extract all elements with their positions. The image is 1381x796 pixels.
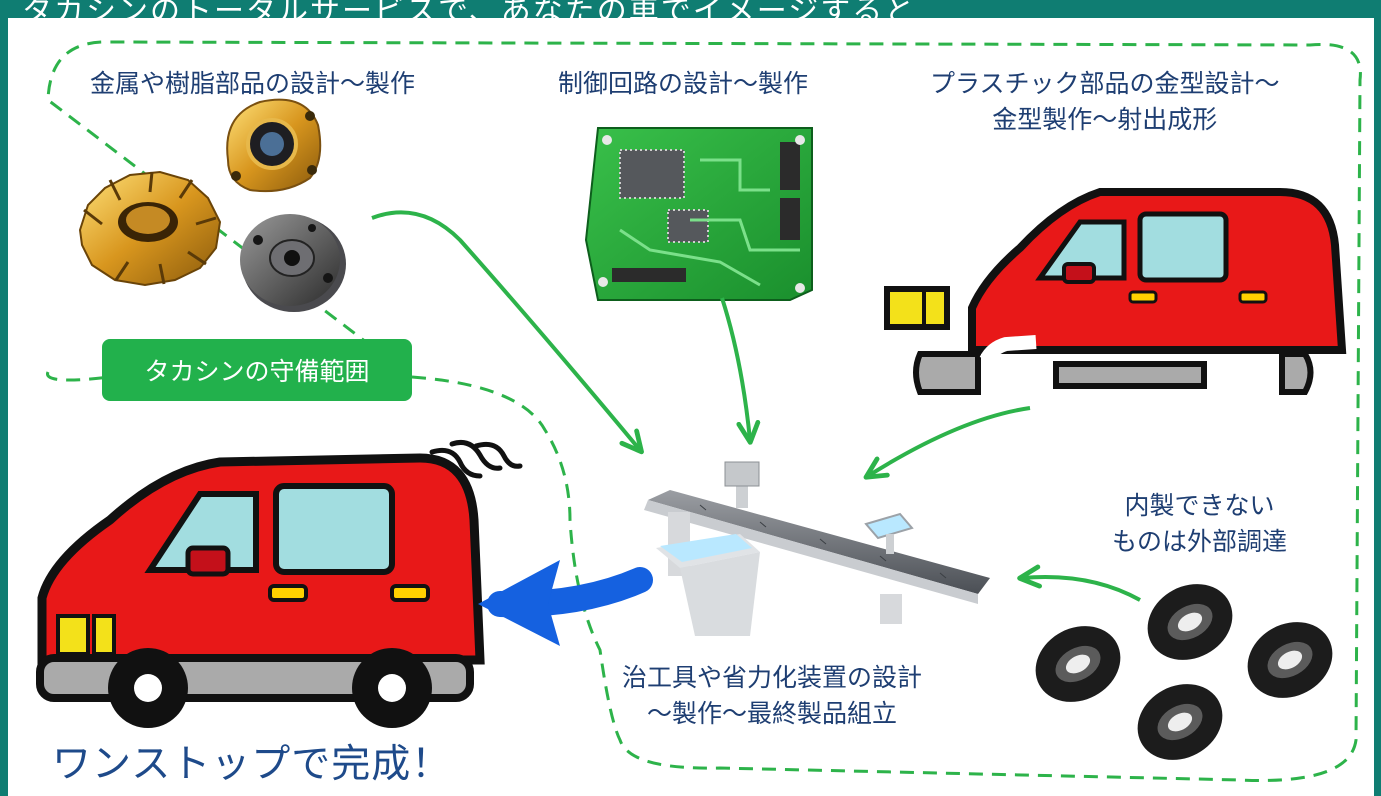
- circuit-board-icon: [584, 127, 813, 301]
- result-label: ワンストップで完成！: [52, 742, 452, 787]
- label-metal-parts: 金属や樹脂部品の設計〜製作: [90, 69, 416, 98]
- frame-left: [0, 0, 8, 796]
- frame-right: [1374, 0, 1381, 796]
- motion-lines-icon: [429, 439, 523, 479]
- scope-outline: [46, 40, 1362, 782]
- label-outsourcing-line1: 内製できない: [1124, 491, 1275, 520]
- label-plastic-mold-line2: 金型製作〜射出成形: [992, 105, 1218, 135]
- scope-badge: タカシンの守備範囲: [102, 339, 412, 401]
- arrow-mold-to-assembly: [863, 406, 1031, 480]
- label-outsourcing: 内製できない ものは外部調達: [1112, 488, 1287, 561]
- label-plastic-mold: プラスチック部品の金型設計〜 金型製作〜射出成形: [930, 66, 1280, 139]
- header-bar: タカシンのトータルサービスで、あなたの車でイメージすると: [0, 0, 1381, 18]
- label-control-circuit: 制御回路の設計〜製作: [558, 69, 809, 98]
- scope-badge-label: タカシンの守備範囲: [144, 357, 370, 386]
- label-plastic-mold-line1: プラスチック部品の金型設計〜: [930, 69, 1280, 98]
- gear-icon: [78, 170, 222, 287]
- label-assembly: 治工具や省力化装置の設計 〜製作〜最終製品組立: [622, 660, 922, 733]
- flange-icon: [226, 98, 322, 193]
- conveyor-icon: [644, 461, 990, 636]
- tire-icon: [1035, 584, 1333, 760]
- header-title: タカシンのトータルサービスで、あなたの車でイメージすると: [22, 0, 917, 18]
- pulley-icon: [240, 214, 346, 312]
- label-outsourcing-line2: ものは外部調達: [1112, 527, 1288, 557]
- label-assembly-line2: 〜製作〜最終製品組立: [647, 699, 898, 729]
- arrow-circuit-to-assembly: [720, 297, 761, 445]
- label-assembly-line1: 治工具や省力化装置の設計: [622, 663, 923, 692]
- arrow-complete: [478, 560, 653, 646]
- arrow-tires-to-assembly: [1017, 564, 1141, 602]
- car-body-icon: [884, 188, 1347, 395]
- arrow-metal-to-assembly: [371, 210, 644, 455]
- car-icon: [36, 453, 485, 728]
